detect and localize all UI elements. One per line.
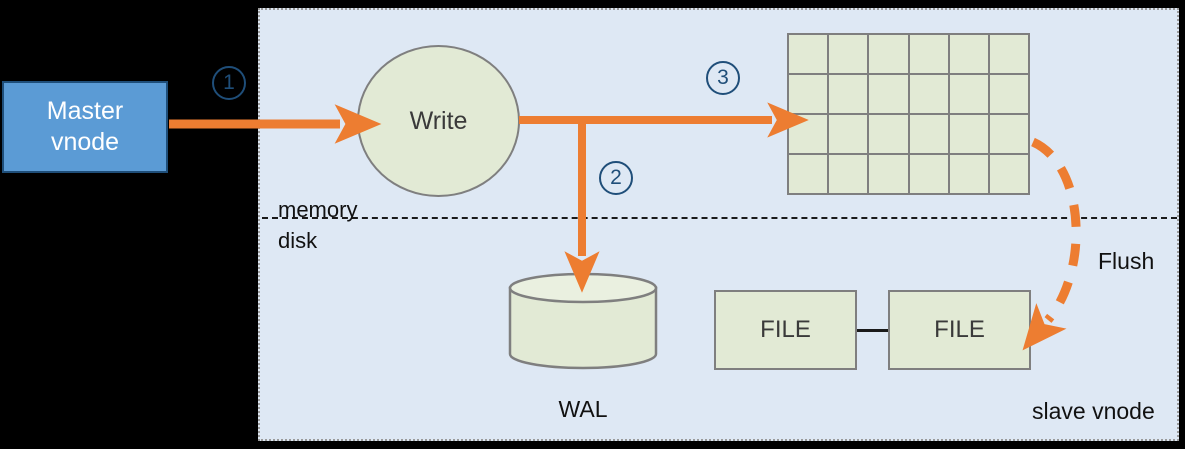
memtable-grid <box>787 33 1030 195</box>
memtable-cell <box>949 155 988 193</box>
memtable-cell <box>869 155 908 193</box>
file-box-1[interactable]: FILE <box>714 290 857 370</box>
slave-vnode-label: slave vnode <box>1032 398 1155 424</box>
memtable-cell <box>789 115 828 153</box>
memtable-cell <box>789 75 828 113</box>
memtable-cell <box>949 75 988 113</box>
memtable-cell <box>829 155 868 193</box>
memtable-cell <box>869 35 908 73</box>
step-badge-1: 1 <box>212 66 246 100</box>
memtable-cell <box>789 35 828 73</box>
wal-label: WAL <box>558 396 608 422</box>
memtable-cell <box>829 75 868 113</box>
memtable-cell <box>909 155 948 193</box>
memtable-cell <box>989 155 1028 193</box>
wal-cylinder <box>508 272 658 370</box>
memtable-cell <box>989 115 1028 153</box>
memory-disk-divider <box>262 217 1177 219</box>
memtable-cell <box>949 35 988 73</box>
file-connector-line <box>857 329 888 332</box>
memtable-cell <box>989 75 1028 113</box>
memtable-cell <box>829 115 868 153</box>
memtable-cell <box>909 75 948 113</box>
wal-cylinder-shape <box>508 272 658 370</box>
step-badge-3: 3 <box>706 61 740 95</box>
memtable-cell <box>869 75 908 113</box>
memtable-cell <box>789 155 828 193</box>
memtable-cell <box>909 35 948 73</box>
disk-label: disk <box>278 228 318 253</box>
master-vnode-box[interactable]: Master vnode <box>2 81 168 173</box>
memory-label: memory <box>278 197 358 222</box>
memtable-cell <box>869 115 908 153</box>
memtable-cell <box>829 35 868 73</box>
flush-label: Flush <box>1098 248 1155 274</box>
step-badge-2: 2 <box>599 161 633 195</box>
memtable-cell <box>949 115 988 153</box>
write-node[interactable]: Write <box>357 45 520 197</box>
memtable-cell <box>989 35 1028 73</box>
memtable-cell <box>909 115 948 153</box>
file-box-2[interactable]: FILE <box>888 290 1031 370</box>
